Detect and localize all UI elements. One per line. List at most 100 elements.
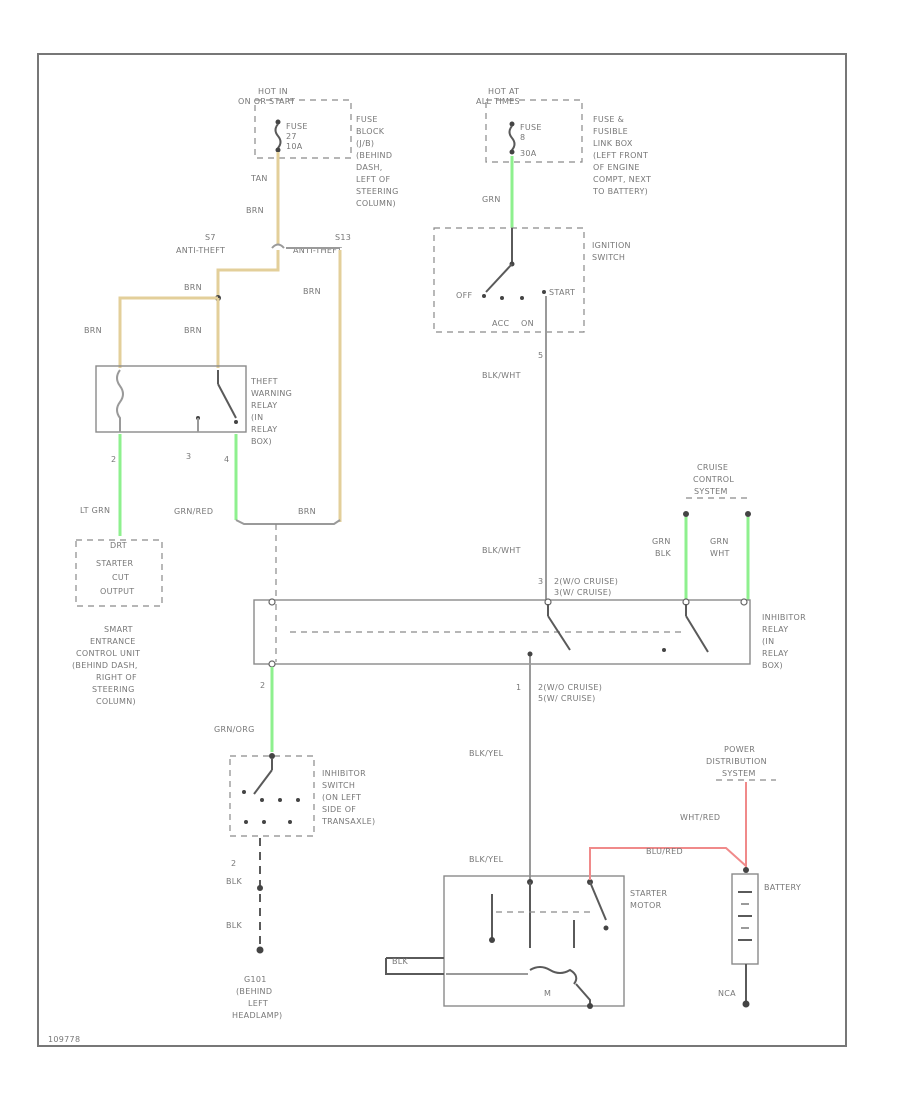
- inh-sw-1: [244, 820, 248, 824]
- fuse-terminal-top: [275, 119, 281, 125]
- pin-3: 3: [186, 452, 191, 461]
- ign-acc-contact: [500, 296, 504, 300]
- svg-text:RIGHT OF: RIGHT OF: [96, 673, 137, 682]
- svg-text:FUSE: FUSE: [356, 115, 378, 124]
- pin-4: 4: [224, 455, 229, 464]
- inhibitor-switch: INHIBITOR SWITCH (ON LEFT SIDE OF TRANSA…: [229, 753, 375, 868]
- svg-text:GRN: GRN: [710, 537, 729, 546]
- wire-label-blk-wht-1: BLK/WHT: [482, 371, 521, 380]
- wire-label-blk-wht-2: BLK/WHT: [482, 546, 521, 555]
- connector-s7-symbol-icon: [271, 243, 285, 249]
- svg-text:LINK BOX: LINK BOX: [593, 139, 633, 148]
- starter-left-terminal: [489, 937, 495, 943]
- inh-pin-top-left: [268, 598, 276, 606]
- svg-text:3: 3: [538, 577, 543, 586]
- ignition-switch: OFF START ACC ON IGNITION SWITCH 5: [433, 227, 631, 360]
- battery: BATTERY NCA: [718, 867, 801, 1008]
- svg-text:2(W/O CRUISE): 2(W/O CRUISE): [538, 683, 602, 692]
- relay-switch-arm-icon: [217, 383, 237, 419]
- battery-ground-label: NCA: [718, 989, 736, 998]
- svg-text:TRANSAXLE): TRANSAXLE): [321, 817, 375, 826]
- wire-label-brn: BRN: [246, 206, 264, 215]
- starter-motor: BLK M STARTER MOTOR: [385, 875, 668, 1009]
- fusible-link-box: HOT AT ALL TIMES FUSE 8 30A FUSE & FUSIB…: [476, 87, 651, 196]
- connector-s13-label: S13: [335, 233, 351, 242]
- svg-text:SWITCH: SWITCH: [322, 781, 355, 790]
- wire-label-grn-red: GRN/RED: [174, 507, 213, 516]
- svg-text:BOX): BOX): [251, 437, 272, 446]
- relay-contact-point: [234, 420, 238, 424]
- wire-label-brn-6: BRN: [298, 507, 316, 516]
- svg-text:BLK: BLK: [655, 549, 672, 558]
- svg-text:BLK: BLK: [392, 957, 409, 966]
- starter-contact-arm-icon: [589, 881, 607, 921]
- battery-ground-icon: [742, 1000, 750, 1008]
- inh-sw-p: [242, 790, 246, 794]
- wire-blu-red: [589, 847, 747, 880]
- svg-text:5(W/ CRUISE): 5(W/ CRUISE): [538, 694, 596, 703]
- svg-text:SYSTEM: SYSTEM: [694, 487, 728, 496]
- wire-label-brn-3: BRN: [84, 326, 102, 335]
- ign-pin: 5: [538, 351, 543, 360]
- svg-text:30A: 30A: [520, 149, 537, 158]
- cruise-pin-1: [683, 511, 689, 517]
- svg-text:GRN: GRN: [652, 537, 671, 546]
- svg-text:3(W/ CRUISE): 3(W/ CRUISE): [554, 588, 612, 597]
- battery-label: BATTERY: [764, 883, 801, 892]
- svg-text:STARTER: STARTER: [630, 889, 668, 898]
- svg-text:SWITCH: SWITCH: [592, 253, 625, 262]
- svg-text:LEFT OF: LEFT OF: [356, 175, 390, 184]
- inh-sw-n: [278, 798, 282, 802]
- inh-switch-arm-2-icon: [685, 615, 709, 653]
- inh-sw-3: [288, 820, 292, 824]
- wire-brn-left: [118, 296, 218, 368]
- svg-text:MOTOR: MOTOR: [630, 901, 662, 910]
- inh-switch-arm-icon: [547, 615, 571, 651]
- svg-text:BOX): BOX): [762, 661, 783, 670]
- fuse-rating: 10A: [286, 142, 303, 151]
- fusible-terminal-bottom: [509, 149, 515, 155]
- svg-text:BLK: BLK: [226, 921, 243, 930]
- svg-text:CONTROL UNIT: CONTROL UNIT: [76, 649, 140, 658]
- svg-text:BLOCK: BLOCK: [356, 127, 385, 136]
- svg-text:INHIBITOR: INHIBITOR: [762, 613, 806, 622]
- svg-text:COLUMN): COLUMN): [356, 199, 396, 208]
- svg-text:OF ENGINE: OF ENGINE: [593, 163, 640, 172]
- cruise-control-system: CRUISE CONTROL SYSTEM GRN BLK GRN WHT: [652, 463, 751, 600]
- svg-text:RELAY: RELAY: [251, 401, 278, 410]
- connector-s13-name: ANTI-THEFT: [293, 246, 342, 255]
- fusible-hot-label-2: ALL TIMES: [476, 97, 520, 106]
- fuse-number: 27: [286, 132, 297, 141]
- ground-point-icon: [256, 946, 264, 954]
- svg-text:CONTROL: CONTROL: [693, 475, 734, 484]
- svg-text:G101: G101: [244, 975, 267, 984]
- svg-text:STARTER: STARTER: [96, 559, 134, 568]
- inh-sw-arm-icon: [253, 769, 273, 795]
- wire-label-grn-org: GRN/ORG: [214, 725, 255, 734]
- cruise-pin-2: [745, 511, 751, 517]
- ign-switch-arm-icon: [485, 263, 513, 293]
- inh-sw-2: [262, 820, 266, 824]
- wire-label-grn-ign: GRN: [482, 195, 501, 204]
- svg-text:STEERING: STEERING: [356, 187, 399, 196]
- svg-text:BLK/YEL: BLK/YEL: [469, 855, 504, 864]
- svg-text:BLK/YEL: BLK/YEL: [469, 749, 504, 758]
- svg-text:CRUISE: CRUISE: [697, 463, 728, 472]
- starter-ground-lead: [575, 983, 591, 1006]
- svg-text:ENTRANCE: ENTRANCE: [90, 637, 136, 646]
- ign-off-label: OFF: [456, 291, 472, 300]
- svg-text:TO BATTERY): TO BATTERY): [592, 187, 648, 196]
- ign-acc-label: ACC: [492, 319, 510, 328]
- inhibitor-relay: 3 2(W/O CRUISE) 3(W/ CRUISE) 1 2(W/O CRU…: [253, 577, 806, 703]
- theft-relay-outline: [95, 365, 247, 433]
- svg-text:POWER: POWER: [724, 745, 755, 754]
- inh-sw-d: [296, 798, 300, 802]
- inhibitor-relay-outline: [253, 599, 751, 665]
- battery-positive: [743, 867, 749, 873]
- anti-theft-connectors: S7 ANTI-THEFT S13 ANTI-THEFT: [176, 233, 351, 255]
- fuse-terminal-bottom: [275, 147, 281, 153]
- ground-splice: [257, 885, 263, 891]
- svg-text:CUT: CUT: [112, 573, 129, 582]
- svg-text:(LEFT FRONT: (LEFT FRONT: [593, 151, 648, 160]
